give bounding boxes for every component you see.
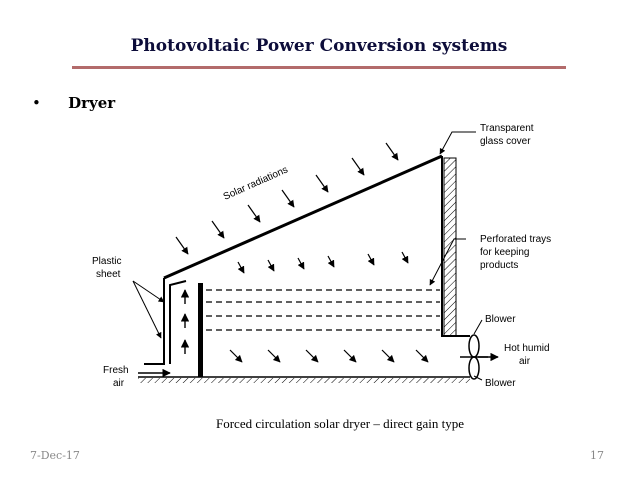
internal-radiation-arrows — [229, 251, 429, 363]
title-divider — [72, 66, 566, 69]
right-wall — [441, 156, 470, 337]
page-number: 17 — [590, 449, 604, 462]
label-for-keeping: for keeping — [480, 247, 529, 258]
label-blower-bottom: Blower — [485, 378, 516, 389]
label-fresh: Fresh — [103, 365, 129, 376]
inner-duct-wall — [198, 283, 203, 377]
label-air: air — [519, 356, 531, 367]
bullet-symbol: • — [32, 94, 41, 112]
bullet-text: Dryer — [68, 94, 116, 112]
label-blower-top: Blower — [485, 314, 516, 325]
inner-wall — [169, 280, 187, 364]
bullet-item: • Dryer — [32, 94, 115, 112]
glass-cover — [163, 154, 443, 280]
label-hot-humid: Hot humid — [504, 343, 550, 354]
label-perforated-trays: Perforated trays — [480, 234, 551, 245]
perforated-trays — [206, 289, 440, 331]
ground — [138, 376, 470, 383]
label-glass-cover: glass cover — [480, 136, 531, 147]
leader-lines — [132, 131, 483, 381]
label-transparent-cover: Transparent — [480, 123, 534, 134]
label-products: products — [480, 260, 518, 271]
plastic-sheet-outline — [144, 278, 165, 365]
dryer-enclosure — [144, 154, 470, 365]
slide-title: Photovoltaic Power Conversion systems — [130, 36, 508, 56]
label-sheet: sheet — [96, 269, 121, 280]
footer-date: 7-Dec-17 — [30, 449, 80, 462]
label-fresh-air: air — [113, 378, 125, 389]
solar-radiation-arrows — [175, 142, 399, 255]
label-solar-radiations: Solar radiations — [222, 164, 290, 202]
label-plastic: Plastic — [92, 256, 121, 267]
diagram-caption: Forced circulation solar dryer – direct … — [216, 416, 464, 431]
